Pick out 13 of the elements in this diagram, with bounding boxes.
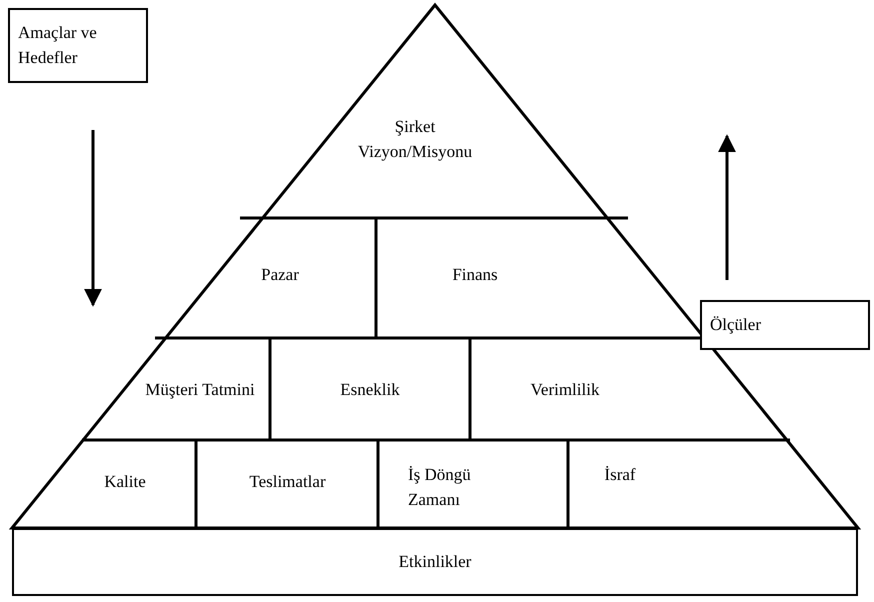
pyramid-segment-label: Esneklik bbox=[280, 355, 460, 425]
pyramid-segment-label: Teslimatlar bbox=[205, 450, 370, 515]
text-box: Amaçlar ve Hedefler bbox=[8, 8, 148, 83]
pyramid-segment-label: İsraf bbox=[585, 440, 655, 510]
pyramid-segment-label: Verimlilik bbox=[480, 355, 650, 425]
pyramid-segment-label: Kalite bbox=[60, 450, 190, 515]
pyramid-segment-label: Pazar bbox=[215, 245, 345, 305]
pyramid-segment-label: Şirket Vizyon/Misyonu bbox=[350, 95, 480, 185]
pyramid-segment-label: Finans bbox=[400, 245, 550, 305]
pyramid-segment-label: Müşteri Tatmini bbox=[140, 355, 260, 425]
text-box: Etkinlikler bbox=[12, 528, 858, 596]
text-box: Ölçüler bbox=[700, 300, 870, 350]
pyramid-segment-label: İş Döngü Zamanı bbox=[400, 450, 500, 525]
